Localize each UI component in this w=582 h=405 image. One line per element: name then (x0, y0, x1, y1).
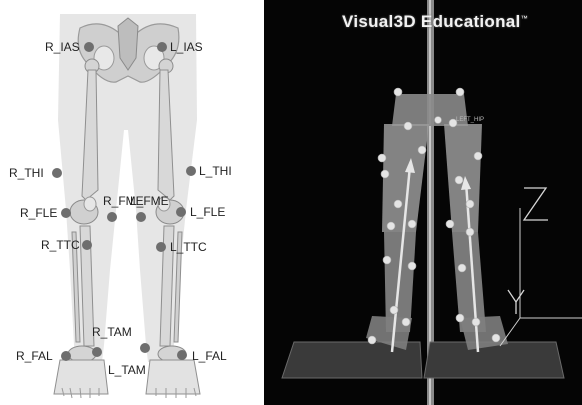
marker-l-fal (177, 350, 187, 360)
axis-letters (264, 0, 582, 405)
marker-l-fme (136, 212, 146, 222)
marker-r-fme (107, 212, 117, 222)
label-r-fle: R_FLE (20, 207, 57, 219)
marker-l-thi (186, 166, 196, 176)
anatomy-panel: R_IAS L_IAS R_THI L_THI R_FME L_FME R_FL… (0, 0, 262, 405)
label-r-thi: R_THI (9, 167, 44, 179)
label-l-tam: L_TAM (108, 364, 146, 376)
marker-l-tam (140, 343, 150, 353)
marker-r-ias (84, 42, 94, 52)
marker-r-thi (52, 168, 62, 178)
marker-l-fle (176, 207, 186, 217)
label-l-fle: L_FLE (190, 206, 225, 218)
marker-l-ias (157, 42, 167, 52)
label-l-thi: L_THI (199, 165, 232, 177)
label-r-tam: R_TAM (92, 326, 132, 338)
visual3d-viewport[interactable]: Visual3D Educational™ LEFT_HIP (264, 0, 582, 405)
marker-r-fal (61, 351, 71, 361)
label-r-fal: R_FAL (16, 350, 53, 362)
marker-r-fle (61, 208, 71, 218)
axis-z-label (524, 188, 548, 220)
label-l-ttc: L_TTC (170, 241, 207, 253)
marker-l-ttc (156, 242, 166, 252)
marker-r-tam (92, 347, 102, 357)
label-r-ttc: R_TTC (41, 239, 80, 251)
label-l-fal: L_FAL (192, 350, 227, 362)
label-l-fme: L_FME (130, 195, 169, 207)
label-r-ias: R_IAS (45, 41, 80, 53)
marker-r-ttc (82, 240, 92, 250)
label-l-ias: L_IAS (170, 41, 203, 53)
axis-y-label (508, 290, 524, 302)
